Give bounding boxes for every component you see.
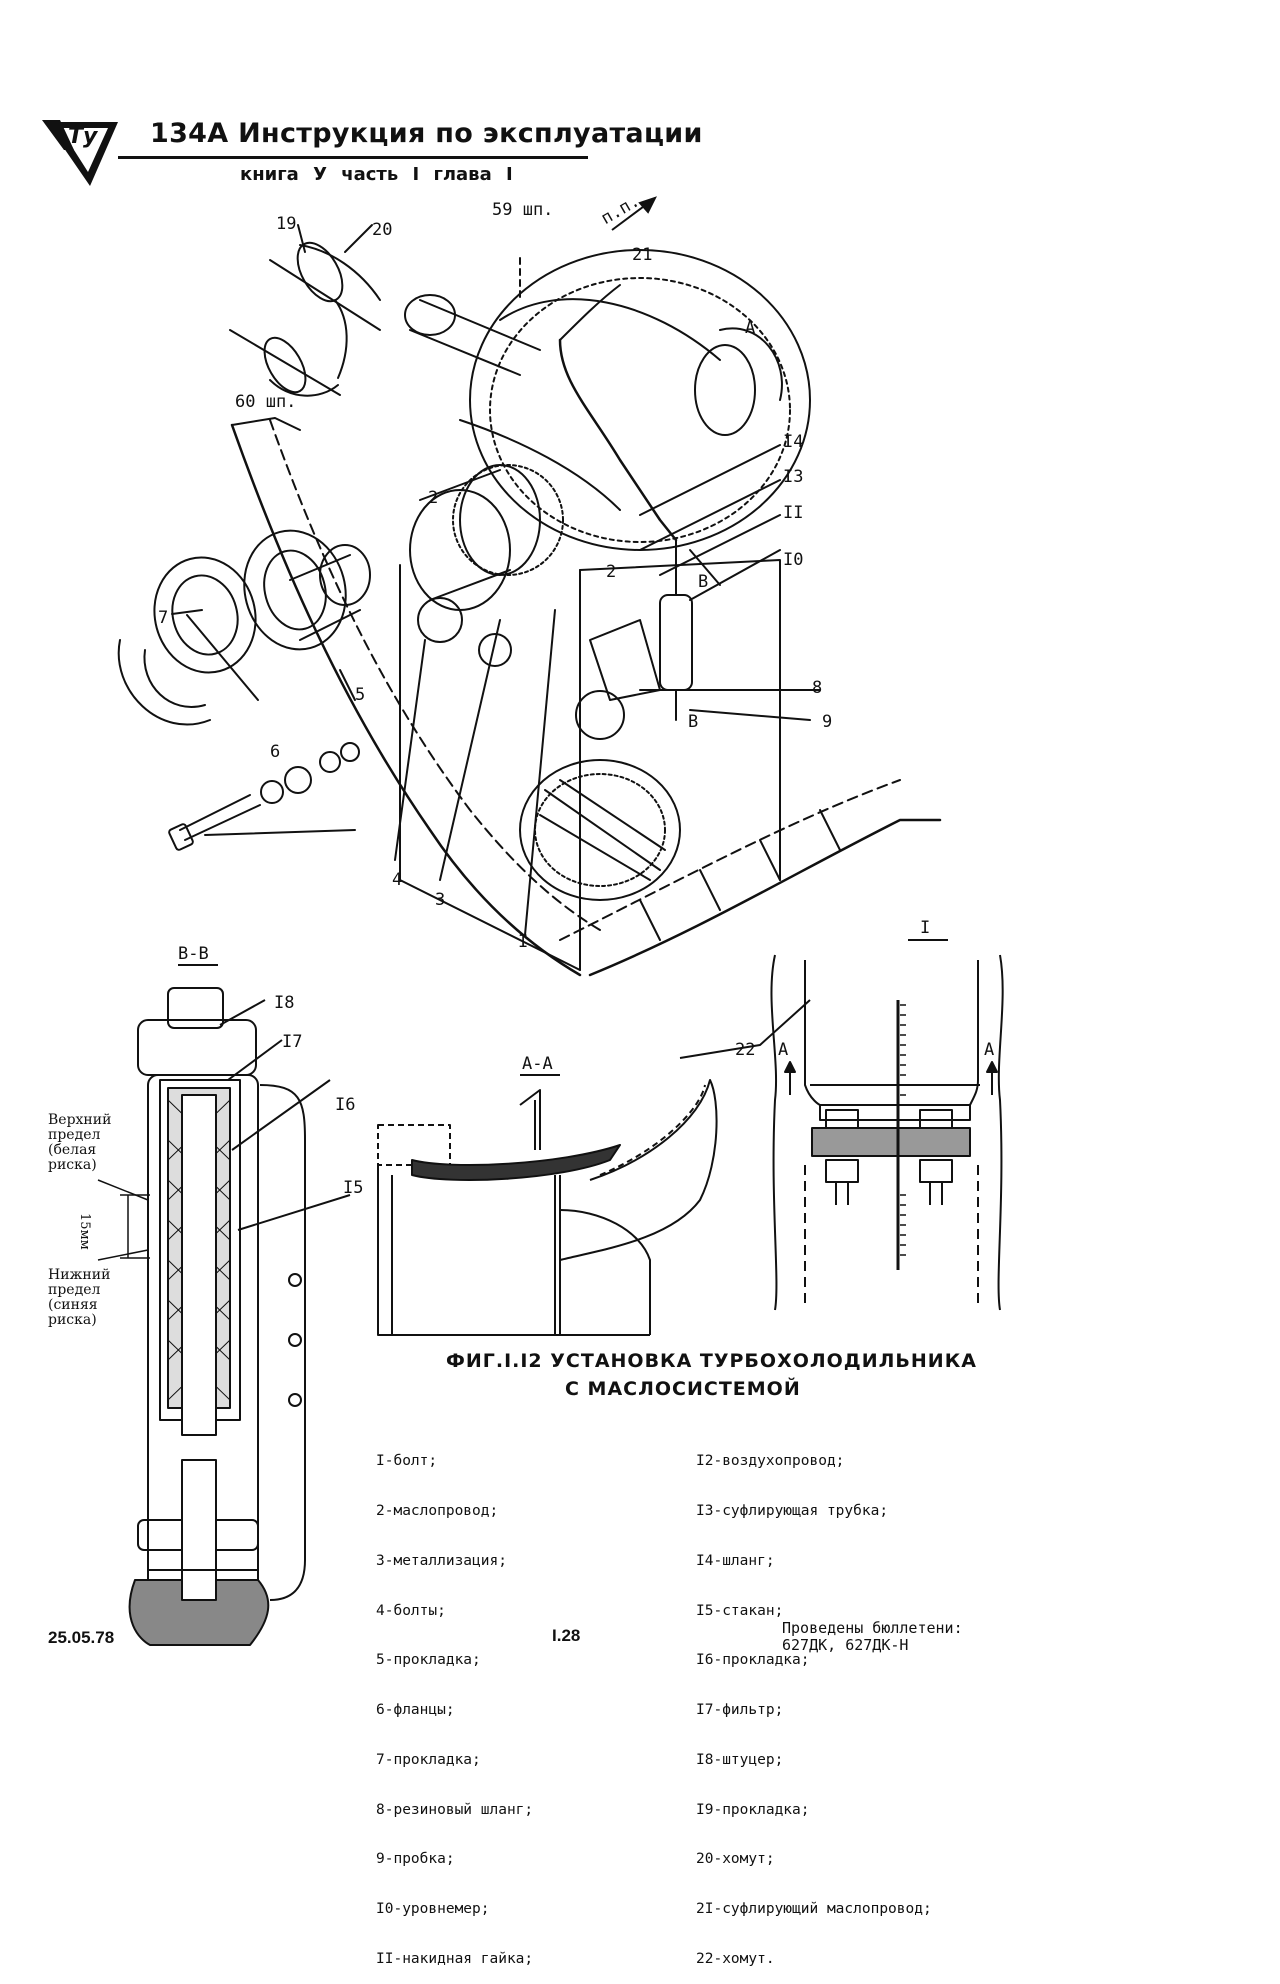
legend-item: II-накидная гайка;	[376, 1951, 534, 1967]
legend-item: 9-пробка;	[376, 1851, 455, 1868]
section-a-arrow-left: А	[778, 1040, 789, 1060]
section-aa-label: А-А	[522, 1054, 553, 1074]
callout-2-left: 2	[428, 488, 439, 508]
section-a-arrow-right: А	[984, 1040, 995, 1060]
figure-caption-line2: С МАСЛОСИСТЕМОЙ	[565, 1378, 801, 1400]
legend-item: I-болт;	[376, 1453, 438, 1470]
page-title: 134А Инструкция по эксплуатации	[150, 118, 703, 149]
legend-item: I9-прокладка;	[696, 1801, 810, 1818]
callout-10: I0	[783, 550, 804, 570]
figure-caption-line1: ФИГ.I.I2 УСТАНОВКА ТУРБОХОЛОДИЛЬНИКА	[446, 1350, 977, 1372]
legend-item: I7-фильтр;	[696, 1702, 784, 1719]
legend-item: I3-суфлирующая трубка;	[696, 1502, 889, 1519]
callout-7: 7	[158, 608, 169, 628]
legend-item: 5-прокладка;	[376, 1652, 481, 1669]
callout-14: I4	[783, 432, 804, 452]
callout-21: 21	[632, 245, 653, 265]
legend-item: 20-хомут;	[696, 1851, 775, 1868]
callout-15: I5	[343, 1178, 364, 1198]
legend-right: I2-воздухопровод; I3-суфлирующая трубка;…	[696, 1420, 932, 1984]
lower-limit-label: Нижний предел (синяя риска)	[48, 1267, 111, 1328]
detail-i-drawing	[679, 939, 1004, 1311]
callout-9: 9	[822, 712, 833, 732]
legend-item: I8-штуцер;	[696, 1751, 784, 1768]
page-number: I.28	[552, 1626, 581, 1645]
frame-60-label: 60 шп.	[235, 392, 297, 412]
page-subtitle: книга У часть I глава I	[240, 164, 513, 185]
turbo-cooler-assembly-drawing	[117, 224, 942, 977]
bulletins-list: 627ДК, 627ДК-Н	[782, 1636, 909, 1654]
callout-19: 19	[276, 214, 297, 234]
legend-item: 3-металлизация;	[376, 1552, 507, 1569]
callout-17: I7	[282, 1032, 303, 1052]
legend-item: I0-уровнемер;	[376, 1901, 490, 1918]
legend-item: 4-болты;	[376, 1602, 446, 1619]
section-bb-label: В-В	[178, 944, 209, 964]
logo-text: Ту	[68, 124, 98, 149]
section-aa-drawing	[377, 1074, 718, 1336]
callout-11: II	[783, 503, 804, 523]
legend-item: I6-прокладка;	[696, 1652, 810, 1669]
callout-3: 3	[435, 890, 446, 910]
legend-item: 7-прокладка;	[376, 1751, 481, 1768]
upper-limit-label: Верхний предел (белая риска)	[48, 1112, 112, 1173]
section-bb-drawing	[97, 964, 351, 1646]
callout-6: 6	[270, 742, 281, 762]
callout-section-b-top: В	[698, 572, 709, 592]
legend-item: I4-шланг;	[696, 1552, 775, 1569]
bulletins-label: Проведены бюллетени:	[782, 1619, 963, 1637]
callout-a-view: А	[745, 318, 756, 338]
callout-section-b-bottom: В	[688, 712, 699, 732]
detail-i-label: I	[920, 918, 931, 938]
legend-left: I-болт; 2-маслопровод; 3-металлизация; 4…	[376, 1420, 533, 1984]
callout-22: 22	[735, 1040, 756, 1060]
header-rule	[118, 156, 588, 159]
callout-18: I8	[274, 993, 295, 1013]
footer-date: 25.05.78	[48, 1628, 115, 1647]
callout-4: 4	[392, 870, 403, 890]
legend-item: 2I-суфлирующий маслопровод;	[696, 1901, 932, 1918]
legend-item: 6-фланцы;	[376, 1702, 455, 1719]
callout-2-right: 2	[606, 562, 617, 582]
legend-item: I5-стакан;	[696, 1602, 784, 1619]
legend-item: 22-хомут.	[696, 1951, 775, 1967]
callout-5: 5	[355, 685, 366, 705]
callout-1: I	[518, 932, 529, 952]
callout-16: I6	[335, 1095, 356, 1115]
legend-item: 8-резиновый шланг;	[376, 1801, 534, 1818]
frame-59-label: 59 шп.	[492, 200, 554, 220]
legend-item: 2-маслопровод;	[376, 1502, 499, 1519]
legend-item: I2-воздухопровод;	[696, 1453, 845, 1470]
callout-20: 20	[372, 220, 393, 240]
callout-13: I3	[783, 467, 804, 487]
callout-8: 8	[812, 678, 823, 698]
